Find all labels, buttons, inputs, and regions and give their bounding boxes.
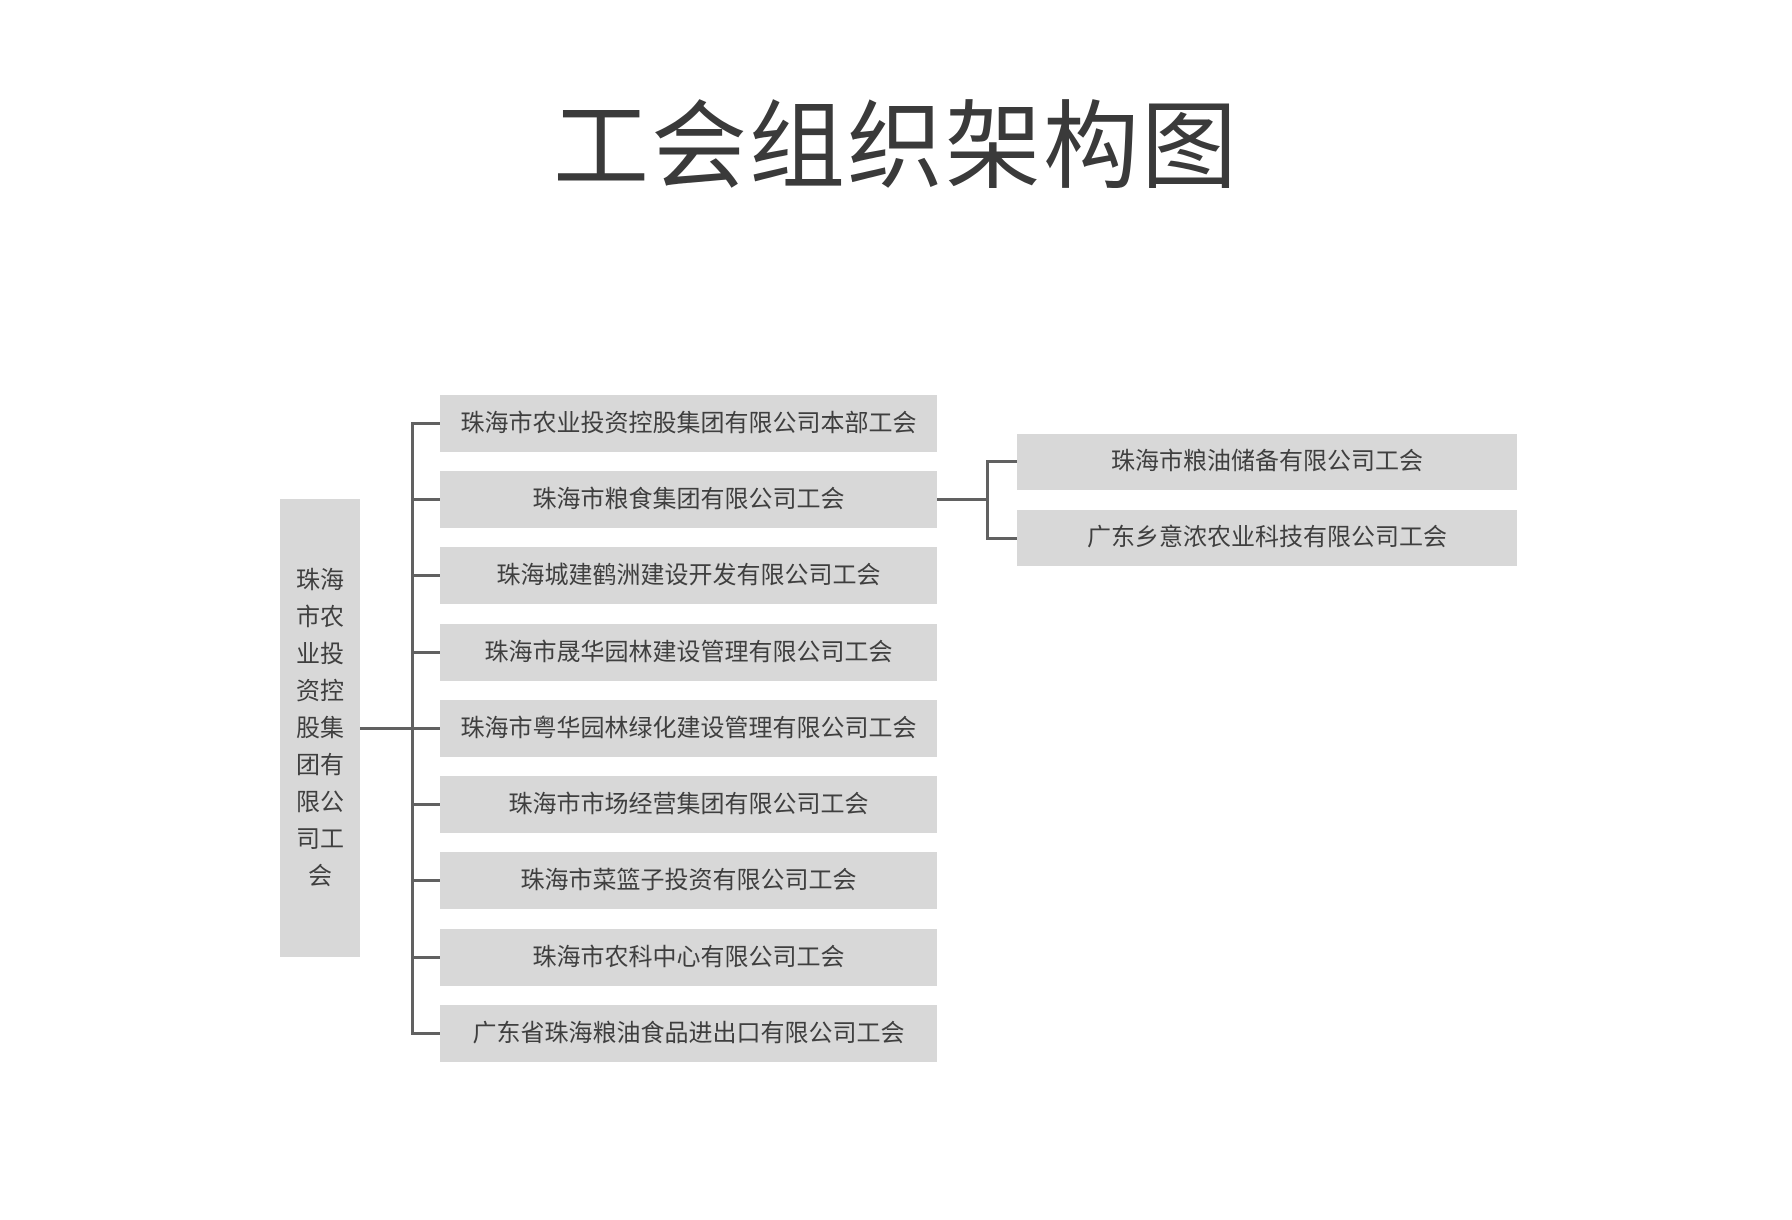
branch-v-line (986, 460, 989, 540)
child-node-1: 珠海市农业投资控股集团有限公司本部工会 (440, 395, 937, 452)
stub-line-grandchild-2 (986, 537, 1017, 540)
stub-line-child-6 (411, 803, 440, 806)
child-node-7-label: 珠海市菜篮子投资有限公司工会 (520, 866, 857, 894)
child-node-5-label: 珠海市粤华园林绿化建设管理有限公司工会 (460, 714, 917, 742)
child-node-5: 珠海市粤华园林绿化建设管理有限公司工会 (440, 700, 937, 757)
child-node-8-label: 珠海市农科中心有限公司工会 (532, 943, 845, 971)
child-node-7: 珠海市菜篮子投资有限公司工会 (440, 852, 937, 909)
child-node-8: 珠海市农科中心有限公司工会 (440, 929, 937, 986)
child-node-6: 珠海市市场经营集团有限公司工会 (440, 776, 937, 833)
grandchild-node-2: 广东乡意浓农业科技有限公司工会 (1017, 510, 1517, 566)
root-connector-line (360, 727, 411, 730)
child-node-9: 广东省珠海粮油食品进出口有限公司工会 (440, 1005, 937, 1062)
stub-line-child-2 (411, 498, 440, 501)
root-node-label: 珠海市农业投资控股集团有限公司工会 (296, 566, 344, 890)
stub-line-child-8 (411, 956, 440, 959)
branch-h-line (937, 498, 989, 501)
stub-line-child-9 (411, 1032, 440, 1035)
grandchild-node-1-label: 珠海市粮油储备有限公司工会 (1111, 448, 1423, 475)
child-node-3-label: 珠海城建鹤洲建设开发有限公司工会 (496, 561, 881, 589)
root-node: 珠海市农业投资控股集团有限公司工会 (280, 499, 360, 957)
child-node-1-label: 珠海市农业投资控股集团有限公司本部工会 (460, 409, 917, 437)
child-node-2: 珠海市粮食集团有限公司工会 (440, 471, 937, 528)
child-node-4-label: 珠海市晟华园林建设管理有限公司工会 (484, 638, 893, 666)
stub-line-child-5 (411, 727, 440, 730)
child-node-9-label: 广东省珠海粮油食品进出口有限公司工会 (472, 1019, 905, 1047)
stub-line-child-1 (411, 422, 440, 425)
page-title: 工会组织架构图 (553, 94, 1239, 201)
stub-line-child-7 (411, 879, 440, 882)
child-node-2-label: 珠海市粮食集团有限公司工会 (532, 485, 845, 513)
grandchild-node-2-label: 广东乡意浓农业科技有限公司工会 (1087, 524, 1447, 551)
stub-line-child-3 (411, 574, 440, 577)
stub-line-grandchild-1 (986, 460, 1017, 463)
child-node-6-label: 珠海市市场经营集团有限公司工会 (508, 790, 869, 818)
child-node-3: 珠海城建鹤洲建设开发有限公司工会 (440, 547, 937, 604)
stub-line-child-4 (411, 651, 440, 654)
child-node-4: 珠海市晟华园林建设管理有限公司工会 (440, 624, 937, 681)
grandchild-node-1: 珠海市粮油储备有限公司工会 (1017, 434, 1517, 490)
